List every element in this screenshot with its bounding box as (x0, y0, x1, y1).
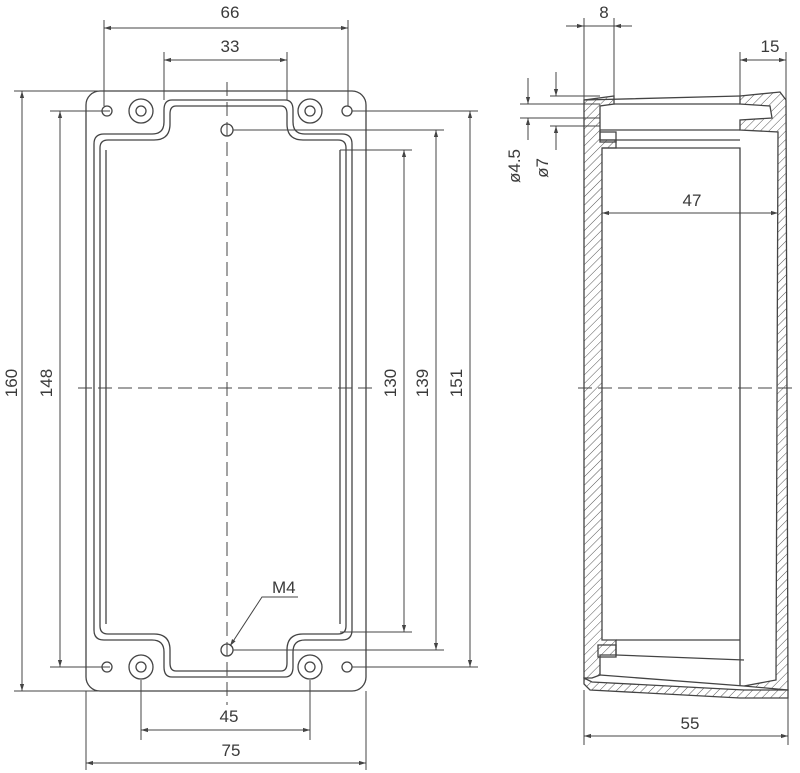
side-lug-bottom (597, 644, 617, 658)
dim-hole-small: ø4.5 (505, 149, 524, 183)
mounting-hole-bl (128, 654, 154, 680)
side-right-wall (739, 91, 789, 691)
front-inner-wall-3 (105, 150, 341, 624)
side-view (578, 91, 792, 699)
dim-15: 15 (761, 37, 780, 56)
mounting-hole-tl (128, 98, 154, 124)
side-lug-top (599, 131, 617, 143)
front-outer-outline (85, 90, 367, 692)
dim-8: 8 (599, 3, 608, 22)
front-dimension-lines (14, 20, 478, 770)
dim-47: 47 (683, 191, 702, 210)
dim-75: 75 (222, 741, 241, 760)
front-view (78, 82, 372, 705)
front-inner-wall (93, 99, 353, 678)
dim-160: 160 (2, 369, 21, 397)
side-dimension-lines (520, 18, 789, 745)
dim-66: 66 (221, 3, 240, 22)
side-left-wall (583, 95, 617, 679)
dim-130: 130 (381, 369, 400, 397)
dim-139: 139 (413, 369, 432, 397)
dim-33: 33 (221, 37, 240, 56)
dim-55: 55 (681, 714, 700, 733)
dim-148: 148 (37, 369, 56, 397)
dim-hole-large: ø7 (533, 158, 552, 178)
side-inner-lines (599, 147, 745, 687)
small-hole-br (341, 661, 353, 673)
front-inner-wall-2 (99, 105, 347, 672)
mounting-hole-br (297, 654, 323, 680)
dim-45: 45 (220, 707, 239, 726)
side-top-rim (583, 95, 741, 141)
mounting-hole-tr (297, 98, 323, 124)
small-hole-tr (341, 105, 353, 117)
dim-151: 151 (447, 369, 466, 397)
thread-label-m4: M4 (272, 578, 296, 597)
